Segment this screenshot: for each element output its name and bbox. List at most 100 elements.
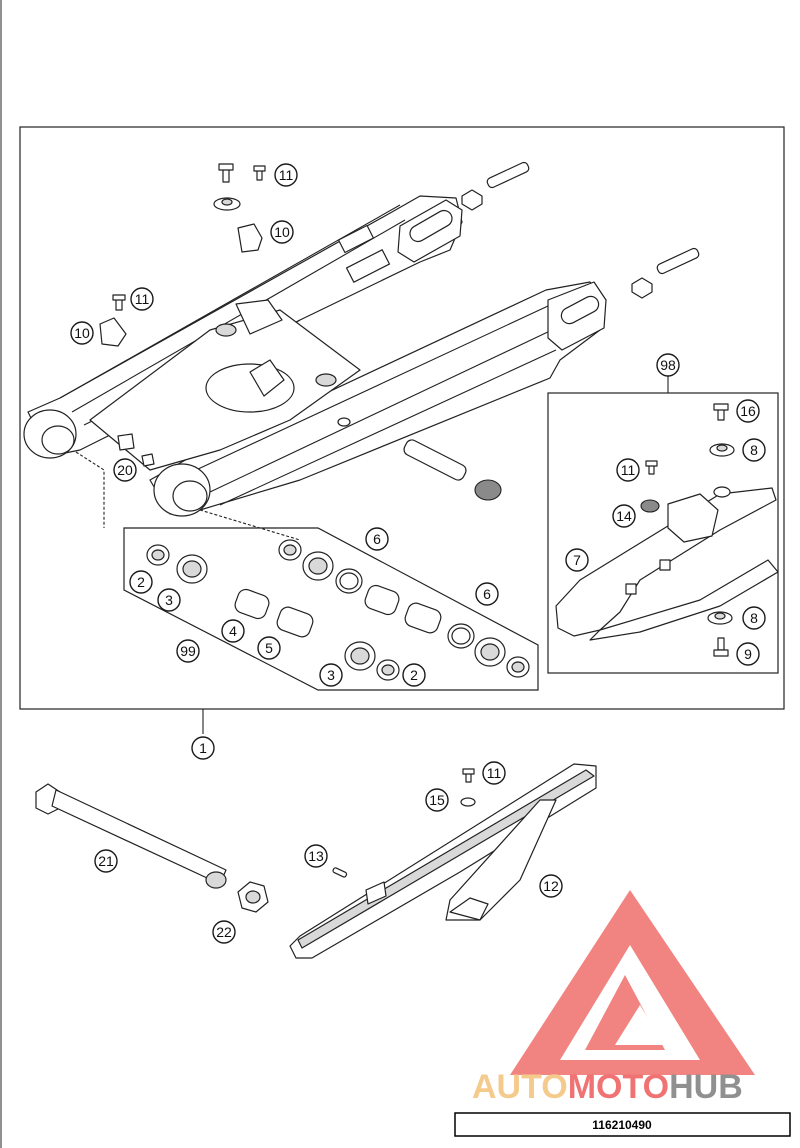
callout-number: 11: [487, 765, 502, 781]
callout-c20: 20: [113, 458, 137, 482]
callout-c10a: 10: [270, 220, 294, 244]
callout-number: 2: [137, 574, 145, 590]
chain-adjuster-bolts: [461, 161, 700, 299]
bearing-parts: [146, 539, 530, 681]
callout-number: 6: [483, 586, 491, 602]
reference-number: 116210490: [592, 1118, 652, 1132]
callout-number: 3: [165, 592, 173, 608]
swingarm: [23, 195, 607, 517]
callout-circle: [482, 761, 506, 785]
callout-c99: 99: [176, 639, 200, 663]
callout-c6b: 6: [475, 582, 499, 606]
callout-circle: [656, 353, 680, 377]
callout-number: 6: [373, 531, 381, 547]
pivot-sleeve: [403, 439, 502, 501]
callout-circle: [274, 163, 298, 187]
callout-c98: 98: [656, 353, 680, 377]
callout-circle: [616, 458, 640, 482]
callout-circle: [425, 788, 449, 812]
callout-circle: [257, 636, 281, 660]
callout-number: 2: [410, 667, 418, 683]
callout-number: 7: [573, 552, 581, 568]
callout-circle: [212, 920, 236, 944]
callout-number: 9: [744, 646, 752, 662]
callout-c3a: 3: [157, 588, 181, 612]
automotohub-watermark: AUTOMOTOHUB: [472, 890, 755, 1106]
chain-slider: [555, 403, 779, 657]
callout-c5: 5: [257, 636, 281, 660]
callout-number: 10: [74, 325, 90, 341]
svg-text:AUTOMOTOHUB: AUTOMOTOHUB: [472, 1068, 743, 1106]
callout-circle: [270, 220, 294, 244]
chain-guide: [289, 763, 597, 959]
callout-c11d: 11: [482, 761, 506, 785]
callout-c8b: 8: [742, 606, 766, 630]
watermark-moto: MOTO: [568, 1068, 669, 1106]
callout-c14: 14: [612, 504, 636, 528]
callout-number: 21: [98, 853, 114, 869]
callout-c16: 16: [736, 399, 760, 423]
callout-c12: 12: [539, 874, 563, 898]
callout-number: 16: [740, 403, 756, 419]
callout-c21: 21: [94, 849, 118, 873]
callout-labels: 1223345667889101011111111121314151620212…: [70, 163, 766, 944]
callout-number: 5: [265, 640, 273, 656]
callout-number: 12: [543, 878, 559, 894]
callout-number: 20: [117, 462, 133, 478]
callout-number: 11: [135, 291, 150, 307]
callout-number: 3: [327, 667, 335, 683]
callout-number: 15: [429, 792, 445, 808]
callout-number: 13: [308, 848, 324, 864]
callout-c7: 7: [565, 548, 589, 572]
callout-circle: [304, 844, 328, 868]
callout-circle: [365, 527, 389, 551]
callout-circle: [129, 570, 153, 594]
callout-circle: [475, 582, 499, 606]
callout-circle: [191, 736, 215, 760]
callout-c2b: 2: [402, 663, 426, 687]
callout-circle: [94, 849, 118, 873]
callout-circle: [157, 588, 181, 612]
callout-circle: [736, 642, 760, 666]
chain-slider-kit-frame: [547, 392, 779, 674]
callout-circle: [70, 321, 94, 345]
callout-circle: [113, 458, 137, 482]
reference-box: [454, 1112, 791, 1137]
callout-c13: 13: [304, 844, 328, 868]
swingarm-assembly-frame: [19, 126, 785, 710]
callout-c4: 4: [221, 619, 245, 643]
callout-number: 10: [274, 224, 290, 240]
callout-circle: [612, 504, 636, 528]
callout-number: 11: [621, 462, 636, 478]
callout-circle: [176, 639, 200, 663]
callout-c11c: 11: [616, 458, 640, 482]
callout-circle: [319, 663, 343, 687]
callout-number: 4: [229, 623, 237, 639]
callout-circle: [221, 619, 245, 643]
bearing-kit-frame: [123, 527, 539, 691]
callout-circle: [130, 287, 154, 311]
callout-circle: [539, 874, 563, 898]
swingarm-pivot-axle: [35, 783, 269, 913]
callout-c8a: 8: [742, 438, 766, 462]
callout-number: 98: [660, 357, 676, 373]
callout-circle: [565, 548, 589, 572]
fasteners-upper: [99, 163, 266, 467]
callout-c1: 1: [191, 736, 215, 760]
callout-circle: [742, 438, 766, 462]
callout-c3b: 3: [319, 663, 343, 687]
callout-number: 99: [180, 643, 196, 659]
callout-number: 8: [750, 610, 758, 626]
callout-circle: [402, 663, 426, 687]
watermark-hub: HUB: [669, 1068, 743, 1106]
callout-c22: 22: [212, 920, 236, 944]
callout-c6a: 6: [365, 527, 389, 551]
watermark-auto: AUTO: [472, 1068, 568, 1106]
callout-c10b: 10: [70, 321, 94, 345]
callout-c15: 15: [425, 788, 449, 812]
callout-number: 8: [750, 442, 758, 458]
callout-c11a: 11: [274, 163, 298, 187]
callout-c2a: 2: [129, 570, 153, 594]
callout-c9: 9: [736, 642, 760, 666]
